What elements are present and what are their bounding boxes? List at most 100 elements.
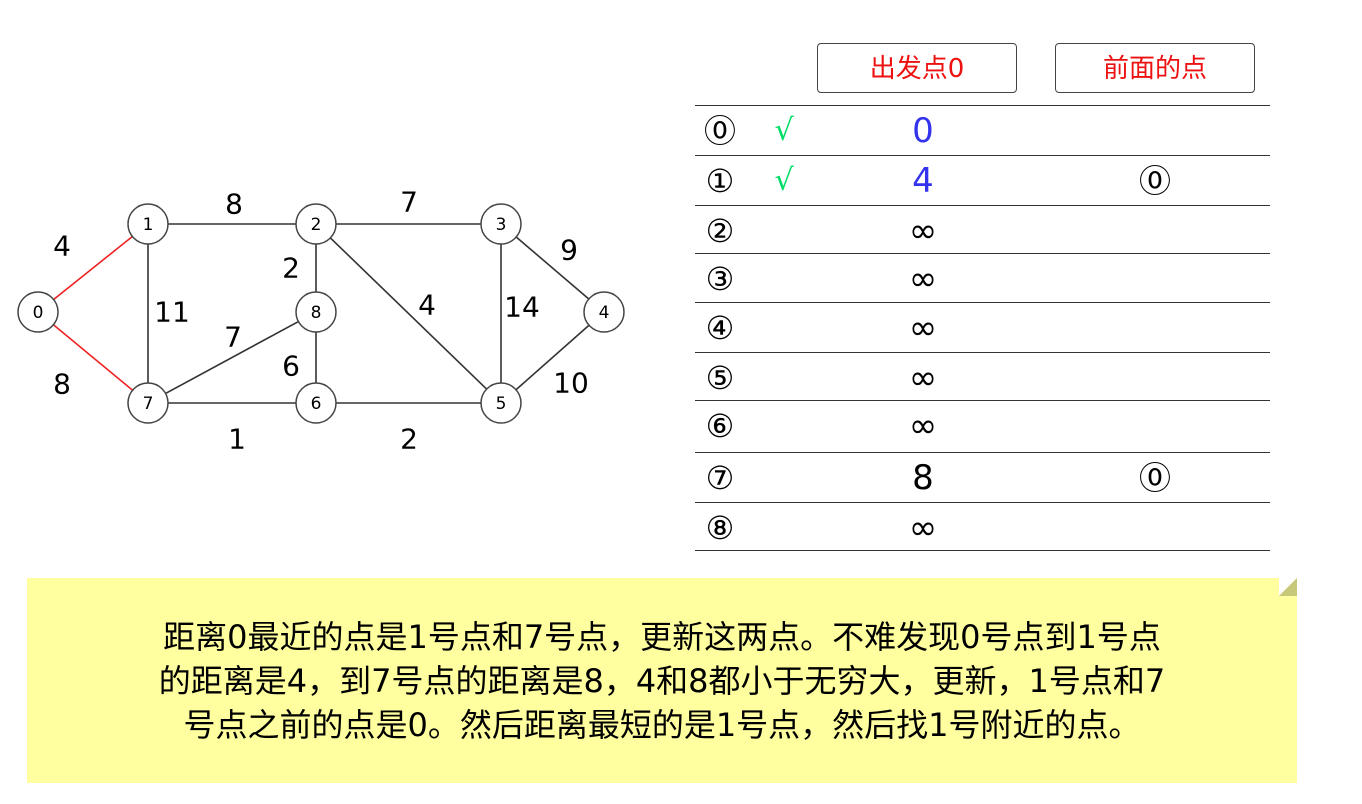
distance-value: ∞ xyxy=(908,508,938,548)
table-row-divider xyxy=(695,502,1270,503)
distance-value: ∞ xyxy=(908,259,938,299)
node-circle xyxy=(295,382,337,424)
start-point-header: 出发点0 xyxy=(817,43,1017,93)
table-row: ⑦ 8 ⓪ xyxy=(695,454,1270,502)
node-index: ② xyxy=(705,212,735,250)
edge-weight-3-5: 14 xyxy=(504,291,540,324)
node-label: 8 xyxy=(311,303,322,323)
node-label: 7 xyxy=(143,394,154,414)
node-0: 0 xyxy=(17,291,59,333)
edge-0-1 xyxy=(53,235,133,301)
node-circle xyxy=(295,291,337,333)
check-mark xyxy=(769,255,799,303)
table-row: ⑧ ∞ xyxy=(695,504,1270,552)
note-line: 距离0最近的点是1号点和7号点，更新这两点。不难发现0号点到1号点 xyxy=(163,617,1161,656)
node-label: 2 xyxy=(311,215,322,235)
previous-node xyxy=(1130,255,1180,303)
node-label: 3 xyxy=(496,215,507,235)
previous-node: ⓪ xyxy=(1138,459,1171,497)
node-2: 2 xyxy=(295,203,337,245)
edge-weight-7-8: 7 xyxy=(224,321,242,354)
edge-0-7 xyxy=(52,324,134,391)
node-8: 8 xyxy=(295,291,337,333)
edge-7-8 xyxy=(165,320,299,395)
check-mark xyxy=(769,354,799,402)
edge-weight-1-2: 8 xyxy=(225,188,243,221)
table-row: ① √ 4 ⓪ xyxy=(695,157,1270,205)
node-6: 6 xyxy=(295,382,337,424)
edge-weight-1-7: 11 xyxy=(154,296,190,329)
check-mark xyxy=(769,304,799,352)
table-row-divider xyxy=(695,302,1270,303)
previous-node xyxy=(1130,107,1180,155)
table-row-divider xyxy=(695,155,1270,156)
node-circle xyxy=(480,382,522,424)
edge-weight-2-5: 4 xyxy=(418,289,436,322)
table-row-divider xyxy=(695,452,1270,453)
node-circle xyxy=(17,291,59,333)
note-corner-fold xyxy=(1279,578,1297,596)
edge-weight-3-4: 9 xyxy=(560,234,578,267)
table-row: ④ ∞ xyxy=(695,304,1270,352)
edge-weight-2-8: 2 xyxy=(282,252,300,285)
table-row: ⑤ ∞ xyxy=(695,354,1270,402)
edge-weight-0-7: 8 xyxy=(53,368,71,401)
check-mark xyxy=(769,454,799,502)
table-top-line xyxy=(695,105,1270,106)
table-row: ⑥ ∞ xyxy=(695,402,1270,450)
distance-value: 8 xyxy=(912,458,934,498)
table-row-divider xyxy=(695,253,1270,254)
previous-node: ⓪ xyxy=(1138,162,1171,200)
distance-value: ∞ xyxy=(908,406,938,446)
node-1: 1 xyxy=(127,203,169,245)
table-row: ② ∞ xyxy=(695,207,1270,255)
note-line: 的距离是4，到7号点的距离是8，4和8都小于无穷大，更新，1号点和7 xyxy=(158,661,1166,700)
previous-node xyxy=(1130,354,1180,402)
node-index: ⓪ xyxy=(703,112,736,150)
edge-weight-8-6: 6 xyxy=(282,350,300,383)
node-circle xyxy=(127,203,169,245)
check-mark xyxy=(769,504,799,552)
graph-nodes: 0 1 2 3 4 5 6 7 8 xyxy=(17,203,625,424)
distance-value: ∞ xyxy=(908,308,938,348)
previous-node xyxy=(1130,207,1180,255)
table-bottom-line xyxy=(695,550,1270,551)
edge-weight-7-6: 1 xyxy=(228,423,246,456)
edge-3-4 xyxy=(515,236,590,300)
note-line: 号点之前的点是0。然后距离最短的是1号点，然后找1号附近的点。 xyxy=(183,705,1141,744)
edge-weight-4-5: 10 xyxy=(553,367,589,400)
table-row: ⓪ √ 0 xyxy=(695,107,1270,155)
explanation-note: 距离0最近的点是1号点和7号点，更新这两点。不难发现0号点到1号点 的距离是4，… xyxy=(27,578,1297,783)
previous-node xyxy=(1130,402,1180,450)
node-7: 7 xyxy=(127,382,169,424)
node-label: 4 xyxy=(599,303,610,323)
node-label: 1 xyxy=(143,215,154,235)
distance-value: 4 xyxy=(912,161,934,201)
table-row-divider xyxy=(695,400,1270,401)
table-row: ③ ∞ xyxy=(695,255,1270,303)
previous-node xyxy=(1130,504,1180,552)
node-index: ⑤ xyxy=(705,359,735,397)
previous-node xyxy=(1130,304,1180,352)
distance-value: ∞ xyxy=(908,211,938,251)
node-index: ⑧ xyxy=(705,509,735,547)
edge-2-5 xyxy=(329,237,488,390)
check-mark: √ xyxy=(774,113,794,148)
node-circle xyxy=(295,203,337,245)
distance-value: 0 xyxy=(912,111,934,151)
table-row-divider xyxy=(695,205,1270,206)
edge-weight-0-1: 4 xyxy=(53,230,71,263)
node-index: ⑦ xyxy=(705,459,735,497)
node-4: 4 xyxy=(583,291,625,333)
edge-weight-6-5: 2 xyxy=(400,423,418,456)
node-circle xyxy=(583,291,625,333)
table-row-divider xyxy=(695,352,1270,353)
graph-edge-weights: 4 8 8 11 7 2 4 9 14 10 7 6 1 2 xyxy=(53,186,589,456)
check-mark xyxy=(769,207,799,255)
edge-4-5 xyxy=(515,324,590,391)
node-label: 5 xyxy=(496,394,507,414)
node-circle xyxy=(480,203,522,245)
graph-edges xyxy=(52,223,590,404)
node-index: ① xyxy=(705,162,735,200)
